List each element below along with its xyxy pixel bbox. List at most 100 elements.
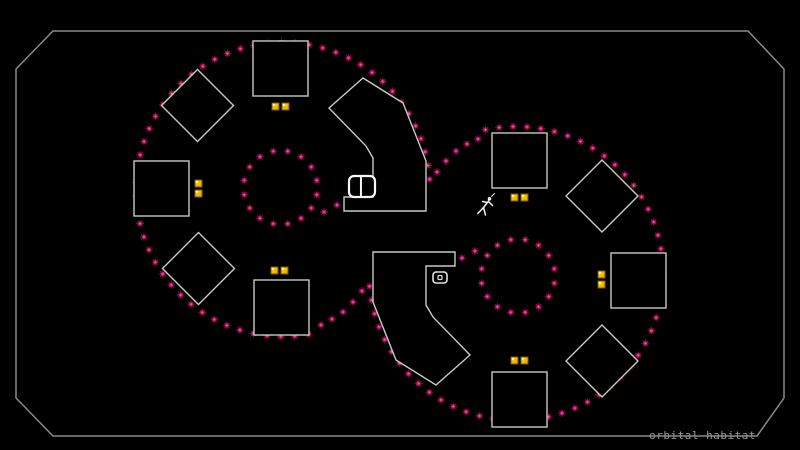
mine-body [551, 280, 557, 286]
mine-icon [495, 123, 504, 132]
mine-icon [328, 315, 336, 323]
mine-icon [223, 49, 232, 58]
mine-body [298, 215, 304, 221]
mine-icon [167, 280, 176, 289]
mine-icon [477, 279, 486, 288]
mine-body [484, 252, 490, 259]
mine-icon [550, 127, 559, 136]
gold-glint [271, 267, 274, 270]
mine-icon [414, 379, 423, 388]
mine-icon [318, 43, 327, 52]
mine-body [318, 322, 324, 328]
mine-icon [144, 245, 153, 254]
mine-icon [136, 219, 145, 228]
gold-piece-icon [597, 270, 606, 279]
mine-icon [521, 308, 530, 317]
gold-body [510, 193, 519, 202]
mine-body [422, 149, 428, 155]
gold-piece-icon [510, 193, 519, 202]
mine-body [146, 125, 152, 132]
ninja-torso [482, 200, 490, 209]
mine-icon [151, 112, 160, 121]
gold-body [597, 270, 606, 279]
mine-icon [312, 176, 321, 185]
mine-body [475, 136, 481, 142]
mine-body [645, 206, 651, 212]
mine-body [479, 280, 485, 286]
gold-glint [598, 281, 601, 284]
mine-icon [240, 190, 249, 199]
mine-body [535, 242, 542, 248]
mine-icon [187, 300, 196, 309]
ninja-legs [477, 206, 487, 216]
mine-body [453, 148, 459, 154]
mine-icon [255, 152, 264, 161]
mine-icon [145, 124, 154, 133]
mine-icon [610, 160, 619, 169]
mine-body [359, 288, 365, 294]
gold-glint [521, 194, 524, 197]
mine-icon [477, 264, 486, 273]
terrain-layer [133, 40, 667, 428]
mine-body [524, 124, 530, 130]
mine-body [612, 162, 618, 168]
mine-body [369, 69, 375, 76]
mine-icon [411, 121, 420, 130]
gold-piece-icon [194, 179, 203, 188]
mine-body [535, 304, 542, 310]
mine-icon [576, 137, 585, 146]
mine-body [357, 61, 364, 68]
mine-icon [404, 369, 413, 378]
mine-body [224, 322, 230, 329]
mine-body [426, 176, 433, 182]
mine-body [314, 177, 320, 183]
mine-body [472, 248, 478, 254]
mine-icon [356, 60, 365, 69]
mine-body [479, 266, 485, 272]
mine-body [371, 310, 378, 317]
mine-icon [536, 124, 545, 133]
gold-glint [598, 271, 601, 274]
mine-icon [493, 302, 502, 311]
mine-icon [425, 388, 434, 397]
mine-icon [210, 315, 219, 324]
mine-body [137, 152, 143, 158]
gold-piece-icon [520, 193, 529, 202]
mine-body [551, 266, 557, 272]
mine-body [484, 293, 490, 300]
door-switch-button [437, 274, 443, 281]
mine-body [350, 299, 356, 305]
mine-body [622, 171, 628, 178]
mine-icon [458, 254, 466, 262]
mine-icon [600, 151, 609, 160]
mine-body [450, 403, 456, 410]
mine-body [577, 138, 584, 145]
mine-body [510, 123, 516, 130]
mine-body [376, 324, 382, 330]
mine-icon [644, 205, 653, 214]
mine-body [590, 145, 596, 151]
mine-body [653, 314, 659, 321]
mine-icon [222, 321, 231, 330]
mine-icon [368, 68, 377, 77]
mine-icon [471, 247, 479, 255]
mine-icon [236, 44, 245, 53]
mine-icon [307, 204, 316, 213]
mine-icon [442, 157, 450, 165]
mine-icon [365, 282, 374, 291]
tile-square [491, 132, 548, 189]
mine-icon [641, 339, 650, 348]
gold-glint [281, 267, 284, 270]
mine-body [241, 177, 247, 183]
tile-diamond [160, 68, 235, 143]
gold-piece-icon [270, 266, 279, 275]
mine-body [237, 46, 244, 52]
mine-body [412, 123, 419, 129]
mine-icon [375, 322, 384, 331]
ninja-arms [481, 200, 494, 207]
mine-body [642, 340, 649, 347]
mine-icon [620, 170, 629, 179]
tile-square [133, 160, 190, 217]
mine-icon [136, 150, 145, 159]
gold-body [281, 102, 290, 111]
